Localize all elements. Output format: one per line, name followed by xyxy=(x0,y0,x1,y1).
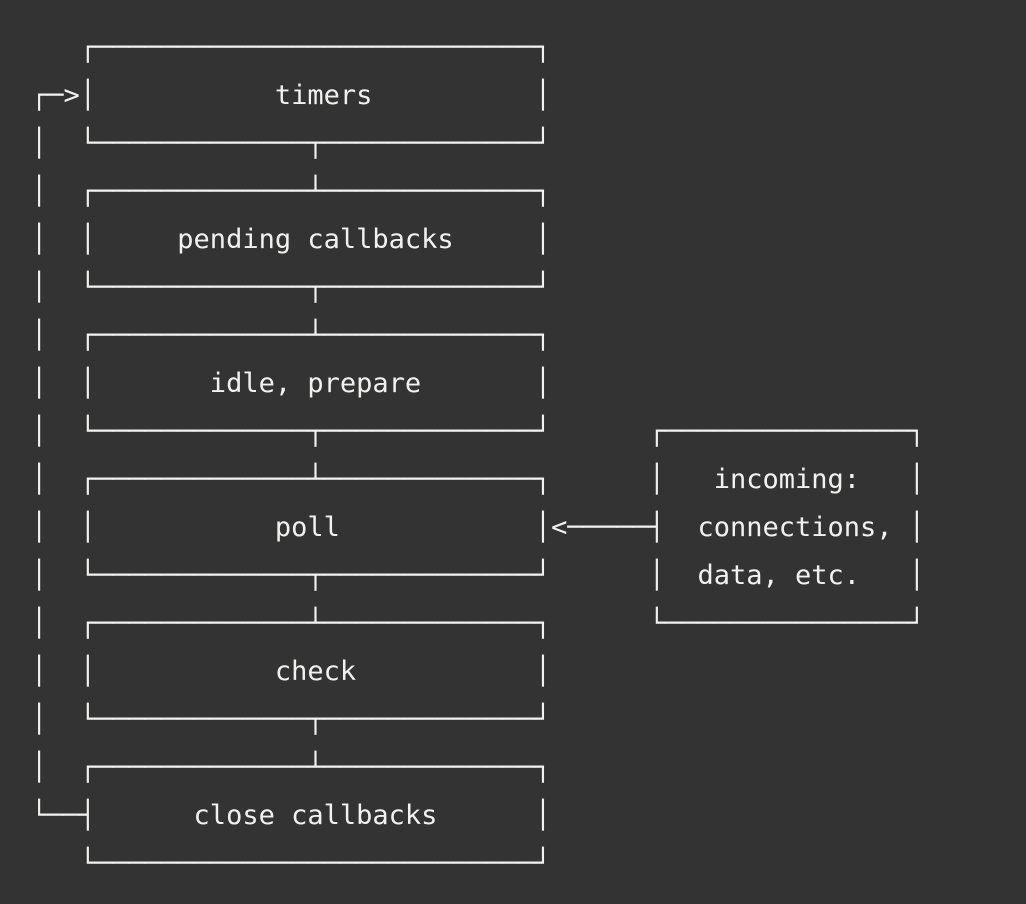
row-7: │ ┌─────────────┴─────────────┐ xyxy=(31,320,552,351)
phase-row-poll: │ │ poll │<─────┤ connections, │ xyxy=(31,512,926,543)
row-13: │ ┌─────────────┴─────────────┐ └───────… xyxy=(31,608,926,639)
row-18: └───────────────────────────┘ xyxy=(79,848,552,879)
row-1: ┌───────────────────────────┐ xyxy=(79,32,552,63)
row-9: │ └─────────────┬─────────────┘ ┌───────… xyxy=(31,416,926,447)
row-3: │ └─────────────┬─────────────┘ xyxy=(31,128,552,159)
phase-row-close-callbacks: └──┤ close callbacks │ xyxy=(31,800,552,831)
row-12: │ └─────────────┬─────────────┘ │ data, … xyxy=(31,560,926,591)
ascii-art-body: ┌───────────────────────────┐ ┌─>│ timer… xyxy=(31,24,925,888)
row-6: │ └─────────────┬─────────────┘ xyxy=(31,272,552,303)
row-4: │ ┌─────────────┴─────────────┐ xyxy=(31,176,552,207)
phase-row-idle-prepare: │ │ idle, prepare │ xyxy=(31,368,552,399)
row-16: │ ┌─────────────┴─────────────┐ xyxy=(31,752,552,783)
row-15: │ └─────────────┬─────────────┘ xyxy=(31,704,552,735)
row-10: │ ┌─────────────┴─────────────┐ │ incomi… xyxy=(31,464,926,495)
phase-row-check: │ │ check │ xyxy=(31,656,552,687)
phase-row-pending-callbacks: │ │ pending callbacks │ xyxy=(31,224,552,255)
phase-row-timers: ┌─>│ timers │ xyxy=(31,80,552,111)
